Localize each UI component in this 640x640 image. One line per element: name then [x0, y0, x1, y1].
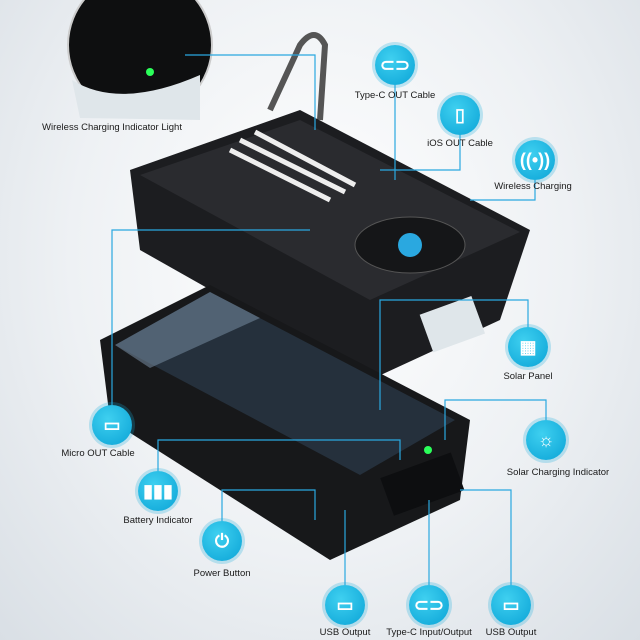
usb-output-2-label: USB Output: [485, 627, 537, 638]
power-icon: ⏻: [202, 521, 242, 561]
flashlight: [419, 295, 486, 353]
solar-indicator-label: Solar Charging Indicator: [506, 467, 610, 478]
usb-c-icon: ⊂⊃: [375, 45, 415, 85]
solar-indicator-icon: ☼: [526, 420, 566, 460]
solar-panel-label: Solar Panel: [503, 371, 553, 382]
type-c-io-label: Type-C Input/Output: [386, 627, 472, 638]
wireless-charging-icon: ((•)): [515, 140, 555, 180]
solar-panel-icon: ▦: [508, 327, 548, 367]
battery-indicator-label: Battery Indicator: [123, 515, 193, 526]
power-button-label: Power Button: [193, 568, 251, 579]
usb-a-icon: ▭: [325, 585, 365, 625]
lightning-cable-icon: ▯: [440, 95, 480, 135]
port-panel: [380, 452, 465, 516]
usb-output-1-label: USB Output: [319, 627, 371, 638]
usb-a-icon: ▭: [491, 585, 531, 625]
ios-out-label: iOS OUT Cable: [427, 138, 493, 149]
usb-c-icon: ⊂⊃: [409, 585, 449, 625]
type-c-out-label: Type-C OUT Cable: [354, 90, 436, 101]
micro-out-label: Micro OUT Cable: [61, 448, 135, 459]
wireless-indicator-label: Wireless Charging Indicator Light: [42, 122, 182, 133]
leader-lines: [111, 54, 547, 585]
wireless-charge-logo: [398, 233, 422, 257]
wireless-charging-label: Wireless Charging: [494, 181, 572, 192]
battery-icon: ▮▮▮: [138, 471, 178, 511]
carabiner: [267, 32, 329, 121]
micro-usb-icon: ▭: [92, 405, 132, 445]
